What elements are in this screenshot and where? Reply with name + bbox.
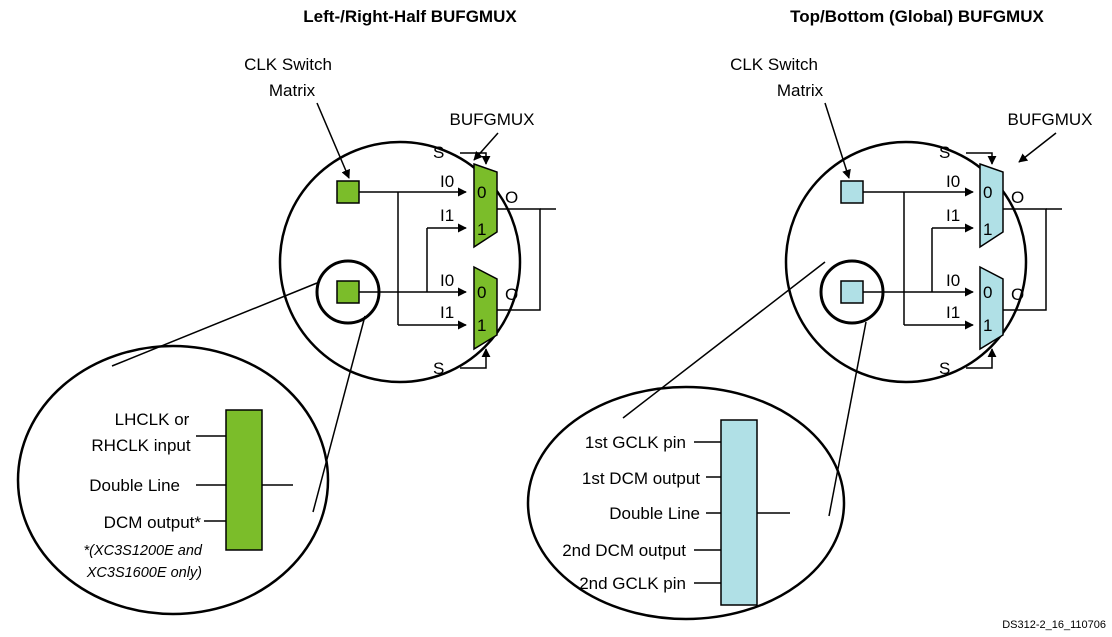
right-switch-label-1: CLK Switch (730, 55, 818, 74)
right-mux-top-bit1: 1 (983, 220, 992, 239)
right-input-2nd-gclk: 2nd GCLK pin (579, 574, 686, 593)
figure-id: DS312-2_16_110706 (1002, 619, 1106, 631)
left-mux-bottom-bit1: 1 (477, 316, 486, 335)
left-input-rhclk: RHCLK input (91, 436, 190, 455)
right-input-1st-dcm: 1st DCM output (582, 469, 700, 488)
left-switch-block-top (336, 180, 360, 204)
left-input-lhclk: LHCLK or (115, 410, 190, 429)
right-mux-top-in0: I0 (946, 172, 960, 191)
left-zoom-connector-1 (111, 282, 318, 367)
right-mux-top-bit0: 0 (983, 183, 992, 202)
left-mux-bottom-bit0: 0 (477, 283, 486, 302)
left-title: Left-/Right-Half BUFGMUX (303, 7, 517, 26)
left-mux-top (473, 162, 498, 249)
right-zoom-connector-1 (622, 261, 826, 419)
right-input-1st-gclk: 1st GCLK pin (585, 433, 686, 452)
right-input-double-line: Double Line (609, 504, 700, 523)
left-mux-top-bit0: 0 (477, 183, 486, 202)
left-input-double-line: Double Line (89, 476, 180, 495)
left-switch-label-2: Matrix (269, 81, 316, 100)
right-wiring (863, 152, 1062, 369)
right-mux-bottom-bit0: 0 (983, 283, 992, 302)
left-mux-bottom-in0: I0 (440, 271, 454, 290)
left-mux-bottom-out: O (505, 285, 518, 304)
right-zoom-mux-block (720, 419, 758, 606)
right-switch-block-bottom (840, 280, 864, 304)
right-mux-bottom-in0: I0 (946, 271, 960, 290)
left-bufgmux-pointer (473, 132, 499, 161)
left-input-dcm: DCM output* (104, 513, 202, 532)
left-switch-block-bottom (336, 280, 360, 304)
left-detail-circle (278, 140, 522, 384)
right-mux-top (979, 162, 1004, 249)
right-zoom-ellipse (526, 385, 846, 621)
left-mux-top-in1: I1 (440, 206, 454, 225)
right-mux-bottom-sel: S (939, 359, 950, 378)
left-mux-bottom-sel: S (433, 359, 444, 378)
right-bufgmux-pointer (1018, 132, 1057, 163)
right-mux-bottom-bit1: 1 (983, 316, 992, 335)
left-mux-top-in0: I0 (440, 172, 454, 191)
left-mux-top-sel: S (433, 143, 444, 162)
left-mux-bottom-in1: I1 (440, 303, 454, 322)
right-mux-top-sel: S (939, 143, 950, 162)
left-mux-top-bit1: 1 (477, 220, 486, 239)
left-zoom-mux-block (225, 409, 263, 551)
right-mux-bottom-in1: I1 (946, 303, 960, 322)
left-footnote-2: XC3S1600E only) (86, 565, 202, 581)
right-switch-block-top (840, 180, 864, 204)
left-switch-pointer (316, 102, 350, 179)
left-panel: Left-/Right-Half BUFGMUX CLK Switch Matr… (16, 7, 556, 616)
right-mux-top-in1: I1 (946, 206, 960, 225)
left-zoom-ellipse (16, 344, 330, 616)
right-panel: Top/Bottom (Global) BUFGMUX CLK Switch M… (526, 7, 1093, 621)
right-zoom-connector-2 (828, 321, 867, 517)
left-zoom-connector-2 (312, 315, 366, 513)
left-wiring (359, 152, 556, 369)
left-switch-label-1: CLK Switch (244, 55, 332, 74)
right-detail-circle (784, 140, 1028, 384)
right-bufgmux-label: BUFGMUX (1008, 110, 1093, 129)
right-switch-label-2: Matrix (777, 81, 824, 100)
left-bufgmux-label: BUFGMUX (450, 110, 535, 129)
left-mux-bottom (473, 265, 498, 351)
right-mux-top-out: O (1011, 188, 1024, 207)
right-input-2nd-dcm: 2nd DCM output (562, 541, 686, 560)
right-mux-bottom (979, 265, 1004, 351)
left-mux-top-out: O (505, 188, 518, 207)
right-title: Top/Bottom (Global) BUFGMUX (790, 7, 1044, 26)
right-switch-pointer (824, 102, 851, 179)
right-mux-bottom-out: O (1011, 285, 1024, 304)
left-footnote-1: *(XC3S1200E and (84, 543, 203, 559)
